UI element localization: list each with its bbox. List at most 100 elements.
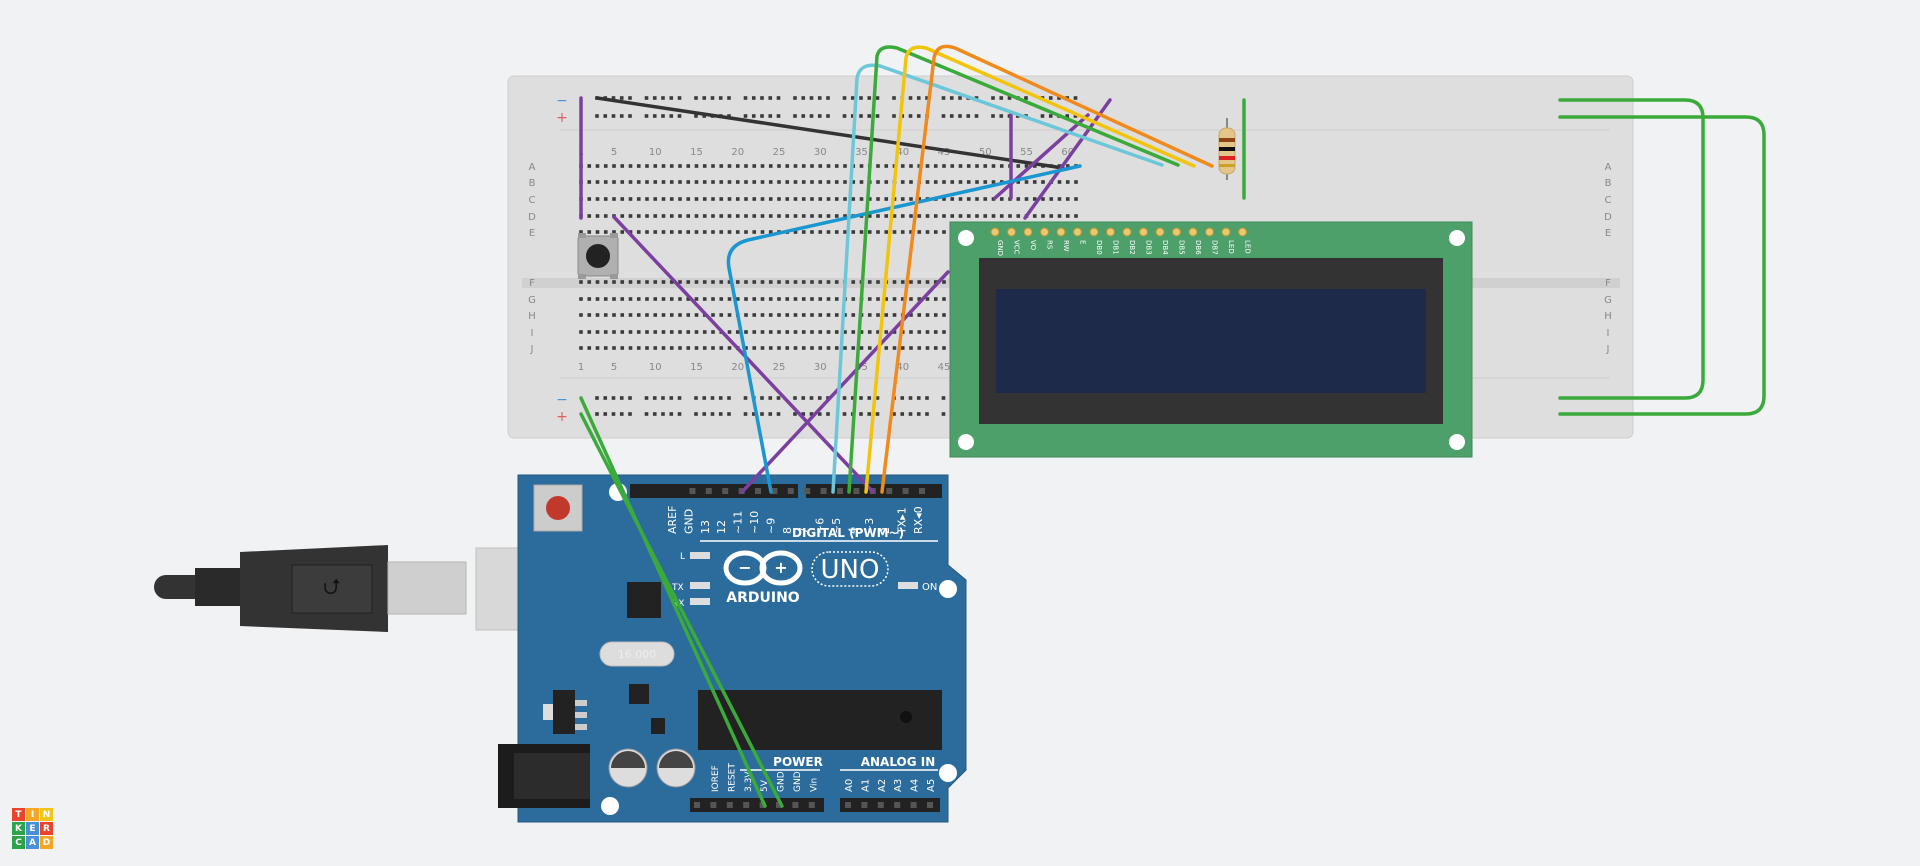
power-pin-label: 5V <box>760 779 770 792</box>
lcd-pin-label: DB6 <box>1194 240 1202 255</box>
logo-letter: R <box>40 822 53 835</box>
wire-green-rail-top-1[interactable] <box>1558 98 1705 400</box>
lcd-pin[interactable] <box>1205 227 1214 237</box>
led-label-tx: TX <box>671 583 684 593</box>
wire-orange-pin3[interactable] <box>880 44 1214 494</box>
lcd-pin[interactable] <box>1139 227 1148 237</box>
column-number-top: 60 <box>1061 147 1074 158</box>
row-label-right: G <box>1604 295 1612 306</box>
lcd-pin-label: DB0 <box>1095 240 1103 255</box>
digital-pin-label: TX▸1 <box>896 507 909 535</box>
lcd-screen <box>996 289 1426 393</box>
lcd-pin[interactable] <box>1056 227 1066 237</box>
row-label-right: I <box>1607 328 1610 339</box>
lcd-pin[interactable] <box>1106 227 1115 237</box>
column-number-top: 10 <box>649 147 662 158</box>
wire-green-pin5[interactable] <box>847 45 1180 494</box>
wire-yellow-pin4[interactable] <box>864 45 1196 494</box>
lcd-pin[interactable] <box>1089 227 1099 237</box>
digital-pin-label: 4 <box>846 527 859 534</box>
logo-letter: E <box>26 822 39 835</box>
digital-pin-label: ~6 <box>814 518 827 534</box>
power-pin-label: GND <box>777 771 787 792</box>
analog-pin-label: A1 <box>860 779 871 792</box>
reset-button[interactable] <box>533 484 583 532</box>
lcd-pin-label: DB2 <box>1128 240 1136 255</box>
lcd-pin-label: RW <box>1062 240 1070 252</box>
lcd-pin[interactable] <box>1040 227 1049 237</box>
lcd-pin[interactable] <box>1007 227 1016 237</box>
lcd-pin[interactable] <box>1188 227 1198 237</box>
column-number-top: 45 <box>938 147 951 158</box>
row-label-left: E <box>529 228 535 239</box>
digital-pin-label: 7 <box>797 527 810 534</box>
lcd-pin-label: DB5 <box>1178 240 1186 255</box>
resistor[interactable] <box>1218 118 1236 180</box>
column-number-bottom: 15 <box>690 362 703 373</box>
wire-lightblue-pin6[interactable] <box>831 63 1164 494</box>
lcd-pin-label: DB4 <box>1161 240 1169 255</box>
digital-label: DIGITAL (PWM~) <box>792 526 904 540</box>
digital-pin-label: ~5 <box>830 518 843 534</box>
wire-black[interactable] <box>595 96 1065 170</box>
rail-minus-top: − <box>556 93 568 109</box>
wire-purple-lcd-rw[interactable] <box>1023 98 1112 220</box>
column-number-top: 50 <box>979 147 992 158</box>
column-number-bottom: 30 <box>814 362 827 373</box>
column-number-bottom: 45 <box>938 362 951 373</box>
wires <box>579 44 1766 808</box>
crystal-label: 16.000 <box>618 648 657 661</box>
column-number-bottom: 35 <box>855 362 868 373</box>
digital-pin-label: ~3 <box>863 518 876 534</box>
logo-letter: D <box>40 836 53 849</box>
column-number-top: 40 <box>896 147 909 158</box>
column-number-bottom: 10 <box>649 362 662 373</box>
wire-blue-pin9[interactable] <box>726 164 1082 494</box>
lcd-pin[interactable] <box>1023 227 1033 237</box>
rail-minus-bottom: − <box>556 392 568 408</box>
row-label-right: C <box>1605 195 1612 206</box>
lcd-pin[interactable] <box>1073 227 1082 237</box>
power-pin-label: GND <box>793 771 803 792</box>
analog-pin-label: A2 <box>877 779 888 792</box>
logo-letter: I <box>26 808 39 821</box>
lcd-pin[interactable] <box>1238 227 1247 237</box>
power-pin-label: IOREF <box>711 765 721 792</box>
led-label-l: L <box>680 552 685 562</box>
wire-green-5v[interactable] <box>579 396 767 808</box>
lcd-pin[interactable] <box>1221 227 1231 237</box>
power-label: POWER <box>773 755 823 769</box>
wire-green-gnd[interactable] <box>579 412 784 808</box>
analog-pin-label: A4 <box>910 779 921 792</box>
lcd-pin[interactable] <box>1122 227 1132 237</box>
wire-purple-lcd-rs[interactable] <box>993 113 1090 200</box>
push-button[interactable] <box>577 233 619 279</box>
logo-letter: A <box>26 836 39 849</box>
lcd-pin[interactable] <box>1172 227 1181 237</box>
lcd-pin[interactable] <box>1155 227 1165 237</box>
row-label-left: J <box>530 344 534 355</box>
row-label-right: H <box>1604 311 1612 322</box>
lcd-pin[interactable] <box>990 227 1000 237</box>
row-label-left: F <box>529 278 535 289</box>
column-number-top: 55 <box>1020 147 1033 158</box>
wire-green-rail-top-2[interactable] <box>1558 115 1766 416</box>
tinkercad-logo[interactable]: T I N K E R C A D <box>12 808 53 849</box>
digital-pin-label: ~9 <box>764 518 777 534</box>
column-number-bottom: 20 <box>731 362 744 373</box>
svg-text:−: − <box>738 558 751 577</box>
column-number-bottom: 1 <box>578 362 584 373</box>
row-label-right: F <box>1605 278 1611 289</box>
row-label-right: E <box>1605 228 1611 239</box>
column-number-top: 25 <box>773 147 786 158</box>
digital-pin-label: AREF <box>666 506 679 534</box>
arduino-infinity-logo: − + <box>723 550 803 586</box>
digital-pin-label: ~11 <box>732 511 745 534</box>
svg-text:⮍: ⮍ <box>323 575 341 600</box>
wire-purple-pin11[interactable] <box>740 270 950 494</box>
digital-pin-label: 12 <box>715 520 728 534</box>
digital-pin-label: 13 <box>699 520 712 534</box>
